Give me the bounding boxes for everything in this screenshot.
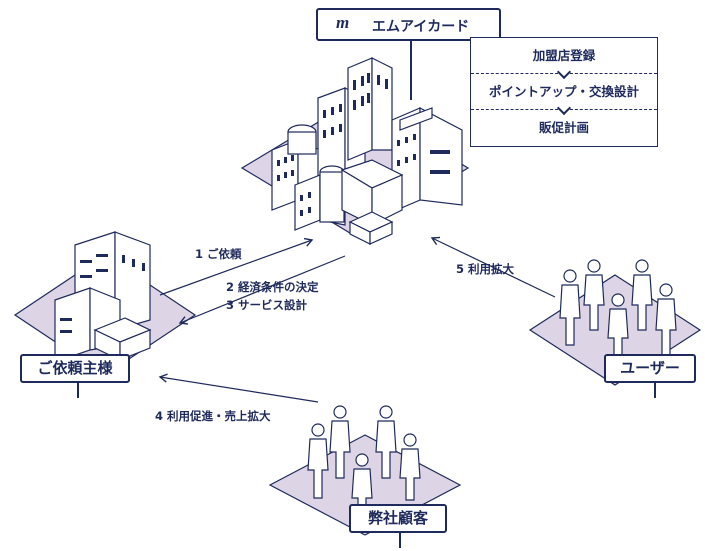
service-step: 加盟店登録 [471, 38, 657, 73]
service-step: ポイントアップ・交換設計 [471, 64, 657, 109]
arrow-contract [178, 255, 346, 325]
service-step-label: 加盟店登録 [532, 48, 596, 63]
service-step-label: ポイントアップ・交換設計 [488, 84, 639, 99]
arrow-request [159, 237, 314, 296]
flow-label-request: 1 ご依頼 [195, 247, 242, 261]
customers-sign: 弊社顧客 [349, 504, 447, 533]
user-sign: ユーザー [604, 354, 696, 383]
flow-label-service-design: 3 サービス設計 [226, 298, 308, 312]
service-flow-box: 加盟店登録 ポイントアップ・交換設計 販促計画 [470, 37, 658, 147]
company-name: エムアイカード [372, 19, 470, 35]
service-step-label: 販促計画 [538, 120, 589, 135]
arrow-promotion [158, 373, 319, 403]
client-sign: ご依頼主様 [20, 354, 130, 383]
flow-label-promotion: 4 利用促進・売上拡大 [155, 409, 271, 423]
flow-label-contract: 2 経済条件の決定 [226, 280, 319, 294]
arrow-expand [430, 236, 556, 298]
customers-people [307, 405, 421, 521]
user-people [559, 259, 677, 361]
service-step: 販促計画 [471, 100, 657, 145]
client-buildings [54, 231, 152, 363]
hq-windows [277, 73, 450, 216]
flow-label-expand: 5 利用拡大 [456, 262, 515, 276]
client-windows [60, 254, 145, 333]
company-sign: m エムアイカード [316, 8, 501, 41]
company-logo: m [336, 13, 349, 32]
